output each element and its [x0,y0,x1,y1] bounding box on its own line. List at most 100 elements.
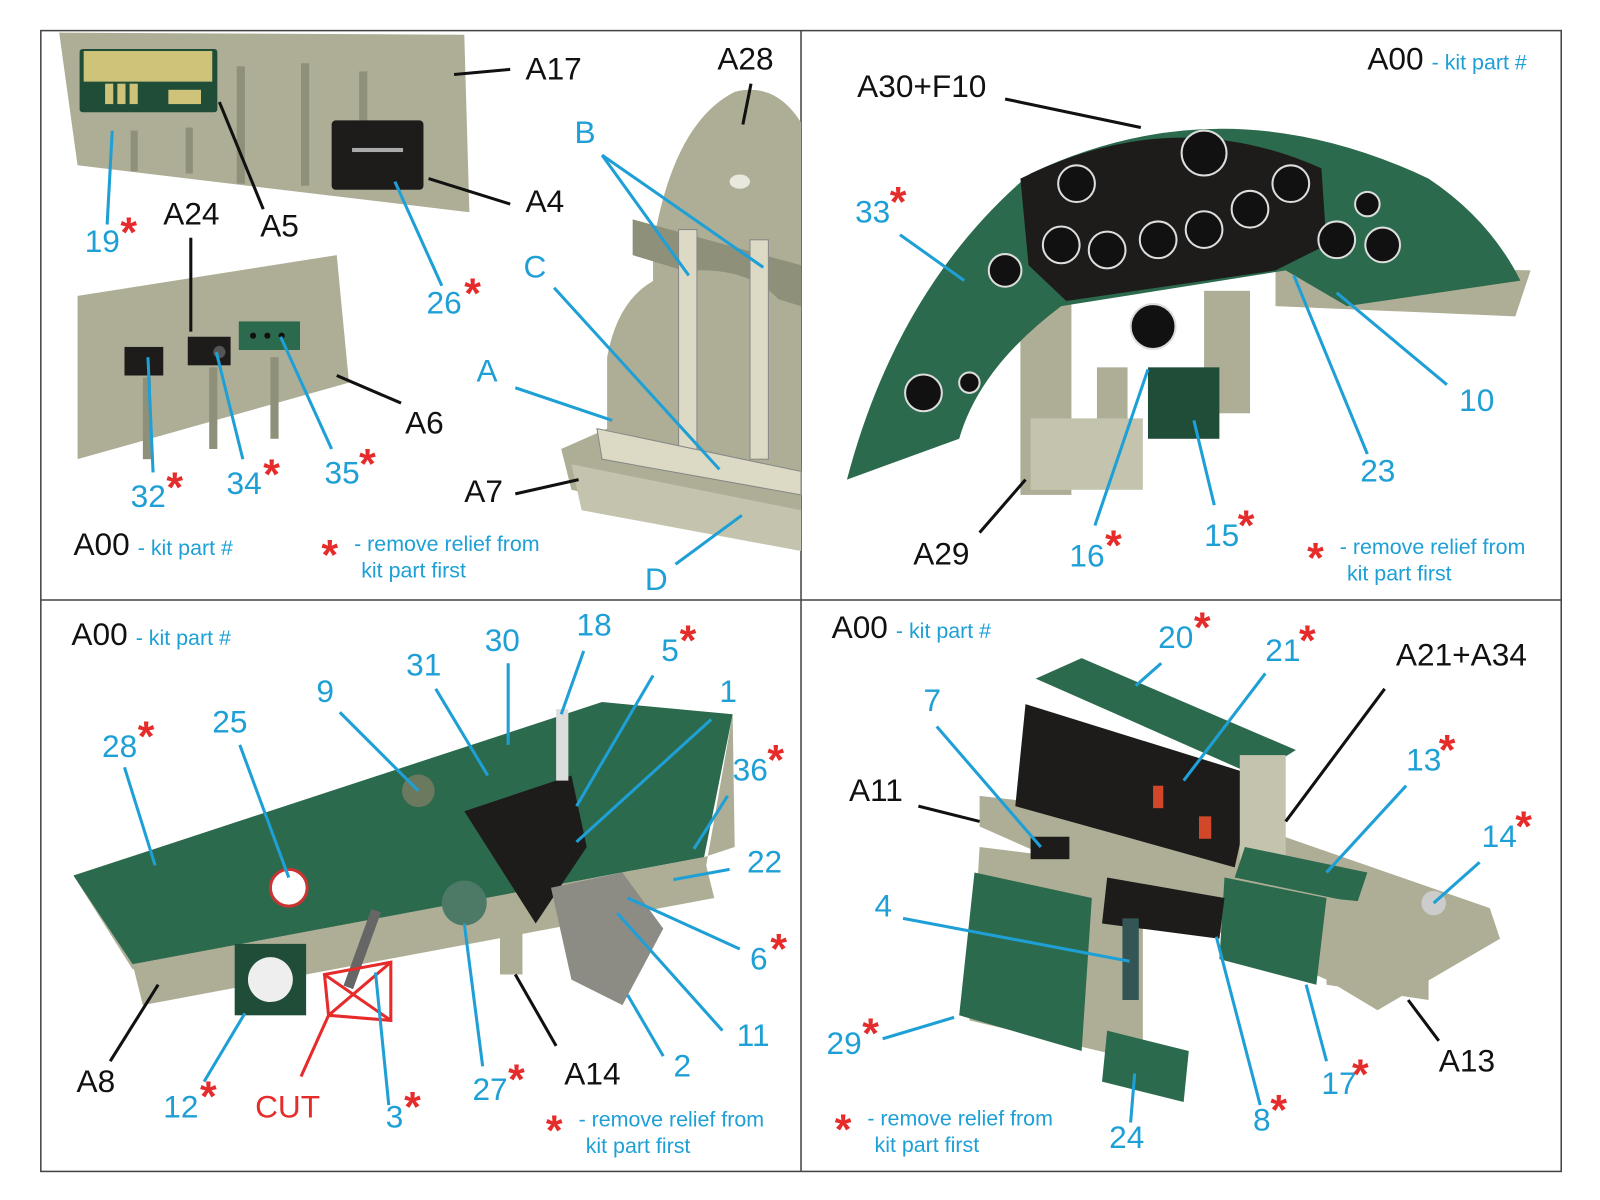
callout-2: 2 [626,994,691,1084]
remove-relief-line1: - remove relief from [354,532,540,556]
part-label-19: 19 [85,223,120,259]
leader-line [1134,662,1163,687]
part-label-16: 16 [1069,537,1104,573]
part-label-34: 34 [227,465,262,501]
callout-a11: A11 [849,772,980,823]
part-label-5: 5 [661,632,679,668]
leader-line [1304,984,1329,1062]
q2-kit-part-legend: A00- kit part # [1367,40,1527,76]
leader-line [1325,784,1408,874]
callout-30: 30 [485,622,520,745]
part-label-a13: A13 [1439,1042,1495,1078]
callout-5: 5* [575,617,697,807]
callout-14: 14* [1432,803,1532,905]
relief-asterisk: * [200,1073,217,1121]
relief-asterisk: * [890,178,907,226]
kit-part-text: - kit part # [136,626,231,650]
q3-illustration [73,702,735,1078]
remove-relief-line1: - remove relief from [867,1107,1053,1131]
part-label-24: 24 [1109,1119,1144,1155]
callout-a21-a34: A21+A34 [1284,636,1527,823]
part-label-a4: A4 [526,183,565,219]
q1-illustration [59,32,802,552]
leader-line [935,725,1042,848]
part-label-a21-a34: A21+A34 [1396,636,1527,672]
relief-asterisk: * [1194,604,1211,652]
callout-17: 17* [1304,984,1369,1101]
callout-a17: A17 [453,51,582,87]
callout-a29: A29 [913,478,1027,571]
relief-asterisk: * [1307,534,1324,582]
callout-11: 11 [616,912,770,1053]
callout-3: 3* [373,972,421,1135]
leader-line [674,514,743,566]
decal-12-gauge [234,943,307,1016]
relief-asterisk: * [404,1083,421,1131]
part-label-a30-f10: A30+F10 [857,68,986,104]
part-label-9: 9 [316,673,334,709]
relief-asterisk: * [138,713,155,761]
relief-asterisk: * [770,925,787,973]
q4-kit-part-legend: A00- kit part # [832,609,992,645]
q1-kit-part-legend: A00- kit part # [73,526,233,562]
callout-22: 22 [673,843,782,882]
leader-line [1335,291,1448,386]
callout-34: 34* [214,351,280,501]
part-label-33: 33 [855,193,890,229]
gauges [904,129,1402,428]
leader-line [214,351,245,460]
leader-line [559,650,586,715]
leader-line [108,983,160,1063]
part-label-14: 14 [1482,818,1517,854]
part-label-6: 6 [750,940,768,976]
callout-a7: A7 [464,473,579,509]
callout-b: B [574,114,765,277]
leader-line [575,674,655,807]
leader-line [279,336,334,450]
callout-a30-f10: A30+F10 [857,68,1142,130]
callout-d: D [645,514,743,597]
part-label-a6: A6 [405,405,444,441]
leader-line [238,744,291,879]
callout-26: 26* [393,181,481,320]
callout-29: 29* [827,1010,955,1061]
part-label-18: 18 [577,607,612,643]
relief-asterisk: * [767,736,784,784]
part-label-a11: A11 [849,772,903,808]
cut-label: CUT [255,1088,320,1124]
leader-line [626,896,741,951]
kit-part-code: A00 [832,609,888,645]
part-label-20: 20 [1158,619,1193,655]
leader-line [202,1012,247,1083]
leader-line [373,972,391,1106]
callout-7: 7 [923,682,1042,848]
callout-27: 27* [462,923,525,1107]
relief-asterisk: * [166,464,183,512]
callout-12: 12* [163,1012,247,1124]
callout-16: 16* [1069,368,1150,573]
kit-part-code: A00 [73,526,129,562]
leader-line [514,478,579,496]
leader-line [692,795,729,850]
part-label-a14: A14 [564,1056,620,1092]
leader-line [434,687,490,777]
part-label-a5: A5 [260,208,299,244]
part-label-28: 28 [102,728,137,764]
part-label-13: 13 [1406,741,1441,777]
part-label-17: 17 [1321,1065,1356,1101]
leader-line [673,867,730,882]
q3-kit-part-legend: A00- kit part # [71,616,231,652]
part-a6-side-panel [77,255,349,460]
part-label-27: 27 [472,1071,507,1107]
q4-illustration [959,658,1500,1103]
callout-a24: A24 [163,195,220,332]
leader-line [552,286,721,471]
leader-line [899,233,966,282]
callout-a6: A6 [336,374,444,441]
leader-line [917,804,980,823]
legends: A00- kit part #*- remove relief fromkit … [71,40,1526,1158]
part-label-12: 12 [163,1088,198,1124]
callout-31: 31 [406,647,490,777]
decal-19-a5-panel [79,48,218,113]
